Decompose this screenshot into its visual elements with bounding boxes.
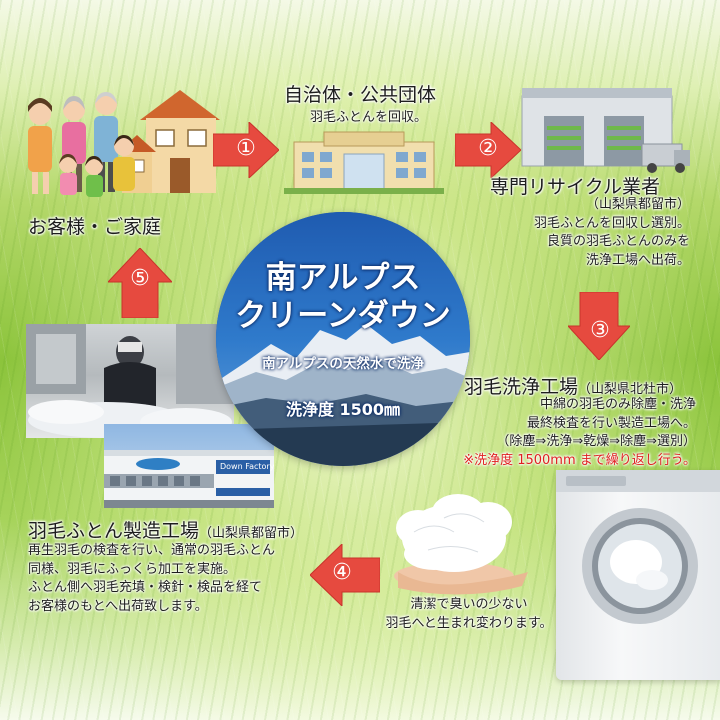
arrow-label-1: ①	[236, 136, 256, 161]
mountain-illustration	[216, 212, 470, 466]
factory-line3: ふとん側へ羽毛充填・検針・検品を経て	[28, 580, 263, 595]
brand-title-line1: 南アルプス	[265, 260, 421, 296]
washing-text-block: 中綿の羽毛のみ除塵・洗浄 最終検査を行い製造工場へ。 （除塵⇒洗浄⇒乾燥⇒除塵⇒…	[420, 396, 696, 470]
washing-line2: 最終検査を行い製造工場へ。	[526, 415, 696, 431]
result-line1: 清潔で臭いの少ない	[410, 597, 528, 612]
arrow-step-3	[568, 292, 630, 360]
washing-heading: 羽毛洗浄工場（山梨県北杜市）	[464, 372, 682, 399]
factory-location: （山梨県都留市）	[199, 526, 304, 541]
recycler-location: （山梨県都留市）	[585, 197, 690, 212]
arrow-label-2: ②	[478, 136, 498, 161]
result-line2: 羽毛へと生まれ変わります。	[385, 615, 553, 631]
recycler-line3: 洗浄工場へ出荷。	[585, 252, 690, 268]
arrow-step-1	[213, 122, 279, 178]
factory-line1: 再生羽毛の検査を行い、通常の羽毛ふとん	[28, 543, 276, 558]
arrow-label-3: ③	[590, 318, 610, 343]
arrow-label-4: ④	[332, 560, 352, 585]
recycler-line2: 良質の羽毛ふとんのみを	[546, 234, 690, 249]
washing-line3: （除塵⇒洗浄⇒乾燥⇒除塵⇒選別）	[496, 434, 696, 449]
brand-purity: 洗浄度 1500㎜	[285, 400, 401, 419]
municipality-text: 羽毛ふとんを回収。	[310, 110, 428, 125]
brand-title-line2: クリーンダウン	[235, 298, 451, 334]
worker-photo-drawing	[26, 324, 234, 438]
customer-title: お客様・ご家庭	[28, 216, 162, 238]
recycler-text-block: （山梨県都留市） 羽毛ふとんを回収し選別。 良質の羽毛ふとんのみを 洗浄工場へ出…	[490, 196, 690, 270]
washing-title: 羽毛洗浄工場	[464, 376, 579, 398]
factory-sign-text: Down Factory	[220, 462, 274, 471]
arrow-step-2	[455, 122, 521, 178]
down-feathers-image	[394, 494, 528, 595]
washing-location: （山梨県北杜市）	[578, 382, 683, 397]
factory-line2: 同様、羽毛にふっくら加工を実施。	[28, 561, 237, 577]
arrow-step-5	[108, 248, 172, 318]
washing-machine-image	[556, 470, 720, 680]
brand-tagline: 南アルプスの天然水で洗浄	[262, 356, 424, 372]
municipality-building-illustration	[284, 131, 444, 194]
washing-line1: 中綿の羽毛のみ除塵・洗浄	[539, 397, 696, 412]
washing-machine-drawing	[556, 470, 720, 624]
arrow-label-5: ⑤	[130, 266, 150, 291]
recycler-line1: 羽毛ふとんを回収し選別。	[533, 215, 690, 231]
factory-line4: お客様のもとへ出荷致します。	[28, 598, 208, 614]
factory-text-block: 再生羽毛の検査を行い、通常の羽毛ふとん 同様、羽毛にふっくら加工を実施。 ふとん…	[28, 542, 275, 616]
factory-title: 羽毛ふとん製造工場	[28, 520, 200, 542]
municipality-title: 自治体・公共団体	[284, 84, 437, 106]
brand-circle: 南アルプス クリーンダウン 南アルプスの天然水で洗浄 洗浄度 1500㎜	[216, 212, 470, 466]
worker-photo	[26, 324, 234, 438]
recycler-title: 専門リサイクル業者	[490, 176, 661, 198]
recycling-warehouse-illustration	[521, 88, 690, 173]
family-house-illustration	[28, 90, 220, 197]
washing-note: ※洗浄度 1500mm まで繰り返し行う。	[463, 452, 696, 468]
result-text-block: 清潔で臭いの少ない 羽毛へと生まれ変わります。	[384, 596, 554, 633]
arrow-step-4	[310, 544, 380, 606]
factory-heading: 羽毛ふとん製造工場（山梨県都留市）	[28, 516, 303, 543]
